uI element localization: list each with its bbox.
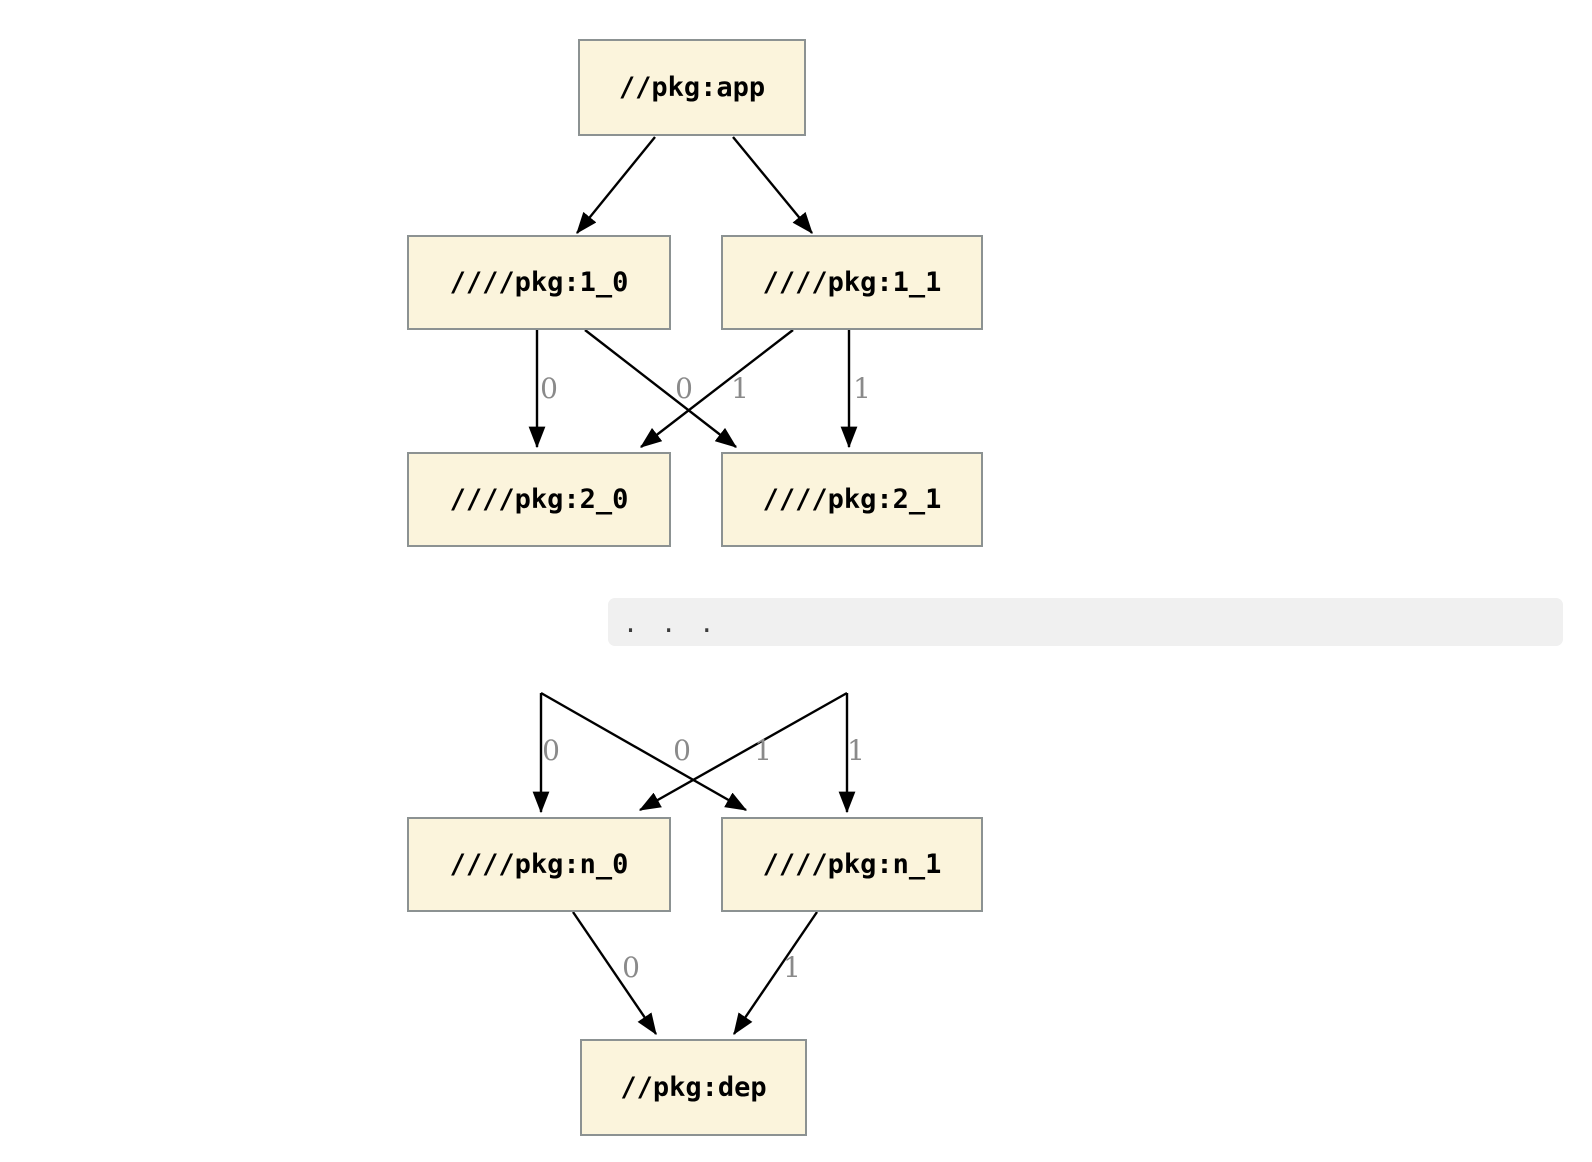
edge-ellipsis-to-n_1-cross — [540, 691, 748, 812]
edge-1_0-to-2_1 — [584, 329, 737, 448]
edge-label-ellipsis-n_0-cross: 0 — [673, 734, 691, 767]
node-dep: //pkg:dep — [580, 1039, 807, 1136]
edge-label-1_1-2_0: 0 — [675, 372, 693, 405]
node-n_0: ////pkg:n_0 — [407, 817, 671, 912]
node-n_1: ////pkg:n_1 — [721, 817, 983, 912]
edge-label-ellipsis-n_0-straight: 0 — [542, 734, 560, 767]
edge-label-n_0-dep: 0 — [622, 951, 640, 984]
edge-label-ellipsis-n_1-cross: 1 — [754, 734, 772, 767]
node-2_1: ////pkg:2_1 — [721, 452, 983, 547]
edge-label-1_1-2_1: 1 — [853, 372, 871, 405]
edge-label-1_0-2_0: 0 — [540, 372, 558, 405]
edge-1_1-to-2_0 — [640, 329, 794, 448]
node-1_1: ////pkg:1_1 — [721, 235, 983, 330]
ellipsis-text: . . . — [623, 609, 719, 638]
edge-n_0-to-dep — [572, 911, 657, 1035]
node-app: //pkg:app — [578, 39, 806, 136]
edge-label-n_1-dep: 1 — [783, 951, 801, 984]
edge-app-to-1_0 — [576, 136, 656, 234]
edge-ellipsis-to-n_0-cross — [638, 691, 848, 812]
edge-label-ellipsis-n_1-straight: 1 — [847, 734, 865, 767]
edge-n_1-to-dep — [733, 911, 818, 1035]
edge-label-1_0-2_1: 1 — [731, 372, 749, 405]
edge-app-to-1_1 — [732, 136, 813, 234]
node-2_0: ////pkg:2_0 — [407, 452, 671, 547]
node-1_0: ////pkg:1_0 — [407, 235, 671, 330]
ellipsis-separator: . . . — [608, 598, 1563, 646]
